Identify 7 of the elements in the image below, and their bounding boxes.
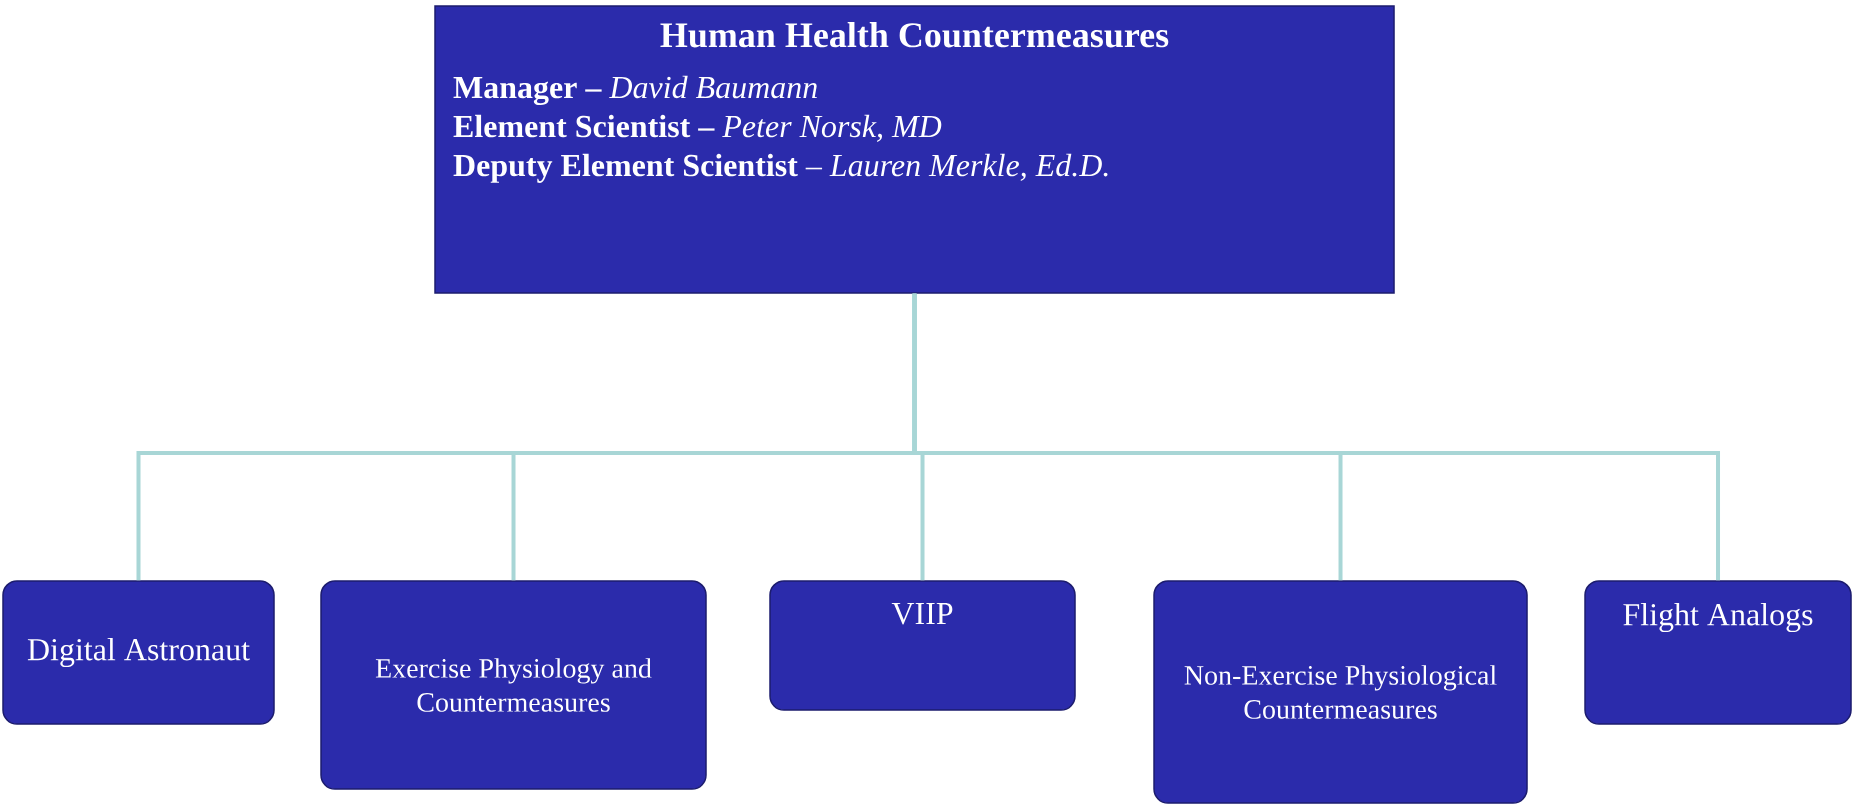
connector-line (912, 293, 1720, 581)
team-box: VIIP (769, 580, 1076, 711)
team-box: Flight Analogs (1584, 580, 1852, 725)
manager-box: Human Health Countermeasures Manager – David Baumann Element Scientist – Peter Norsk, MD Deputy Element Scientist – Lauren Merkle, Ed.D. (434, 5, 1395, 294)
team-box: Non-Exercise Physiological Countermeasures (1153, 580, 1528, 804)
team-box: Digital Astronaut (2, 580, 275, 725)
team-box: Exercise Physiology and Countermeasures (320, 580, 707, 790)
